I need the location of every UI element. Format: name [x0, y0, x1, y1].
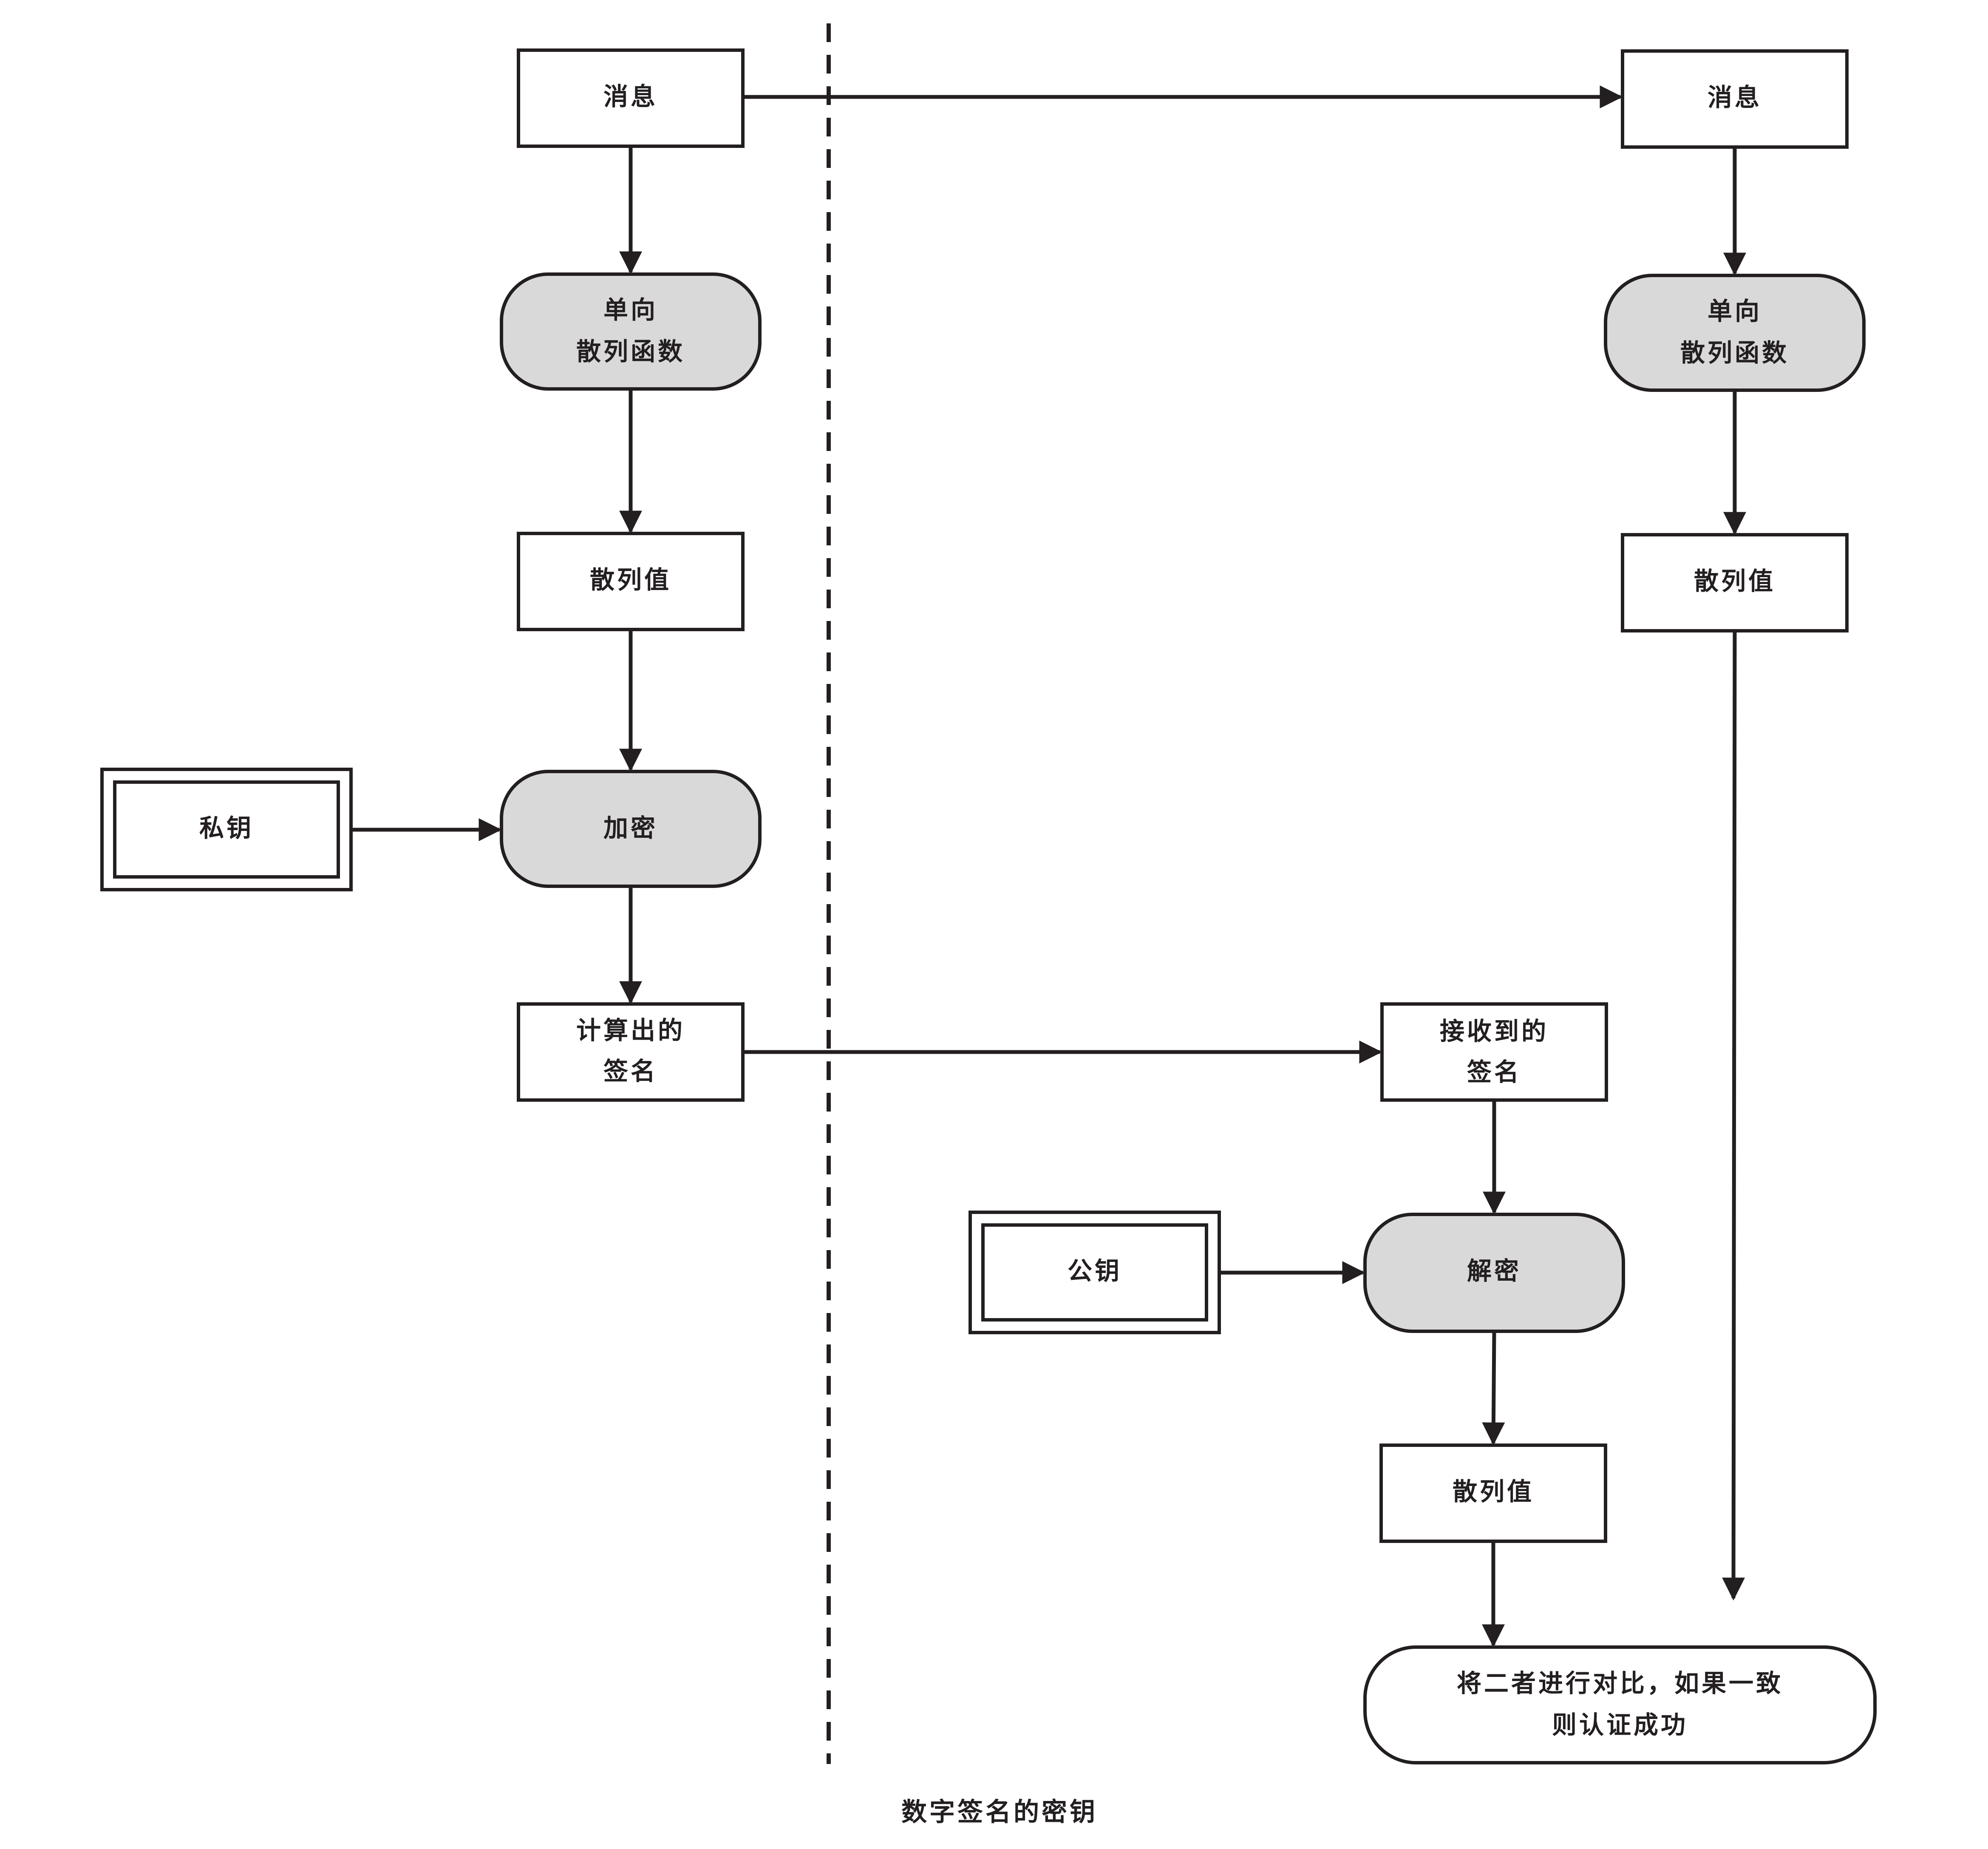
diagram-caption: 数字签名的密钥 [901, 1798, 1098, 1827]
private-key-label: 私钥 [199, 814, 254, 842]
sender-hash-value-label: 散列值 [590, 565, 671, 594]
receiver-hash-function-node: 单向 散列函数 [1604, 274, 1866, 392]
arrow-decrypt-to-hash-value [1482, 1331, 1505, 1446]
receiver-message-node: 消息 [1621, 49, 1849, 149]
encrypt-label: 加密 [603, 814, 658, 842]
decrypted-hash-value-node: 散列值 [1379, 1443, 1607, 1543]
decrypt-node: 解密 [1363, 1213, 1625, 1333]
decrypt-label: 解密 [1467, 1256, 1521, 1285]
receiver-message-label: 消息 [1708, 83, 1762, 112]
computed-signature-label-line2: 签名 [603, 1057, 658, 1086]
sender-message-node: 消息 [517, 48, 745, 148]
public-key-label: 公钥 [1068, 1256, 1122, 1285]
computed-signature-label-line1: 计算出的 [576, 1016, 685, 1045]
received-signature-label-line2: 签名 [1467, 1058, 1521, 1086]
received-signature-label-line1: 接收到的 [1440, 1017, 1549, 1046]
decrypted-hash-value-label: 散列值 [1453, 1477, 1534, 1506]
encrypt-node: 加密 [500, 770, 762, 888]
compare-result-label-line2: 则认证成功 [1552, 1710, 1688, 1739]
receiver-hash-function-label-line1: 单向 [1708, 297, 1762, 326]
receiver-hash-function-label-line2: 散列函数 [1680, 338, 1789, 367]
sender-hash-function-node: 单向 散列函数 [500, 272, 762, 391]
compare-result-label-line1: 将二者进行对比，如果一致 [1457, 1669, 1783, 1698]
sender-hash-function-label-line2: 散列函数 [576, 337, 685, 366]
sender-hash-value-node: 散列值 [517, 532, 745, 631]
public-key-node: 公钥 [969, 1211, 1221, 1334]
receiver-hash-value-label: 散列值 [1694, 567, 1776, 596]
arrow-receiver-hash-value-to-compare [1722, 630, 1745, 1601]
received-signature-node: 接收到的 签名 [1380, 1002, 1608, 1102]
private-key-node: 私钥 [100, 768, 353, 891]
sender-hash-function-label-line1: 单向 [603, 295, 658, 324]
computed-signature-node: 计算出的 签名 [517, 1002, 745, 1102]
receiver-hash-value-node: 散列值 [1621, 533, 1849, 632]
compare-result-node: 将二者进行对比，如果一致 则认证成功 [1363, 1645, 1877, 1764]
sender-message-label: 消息 [603, 82, 658, 111]
